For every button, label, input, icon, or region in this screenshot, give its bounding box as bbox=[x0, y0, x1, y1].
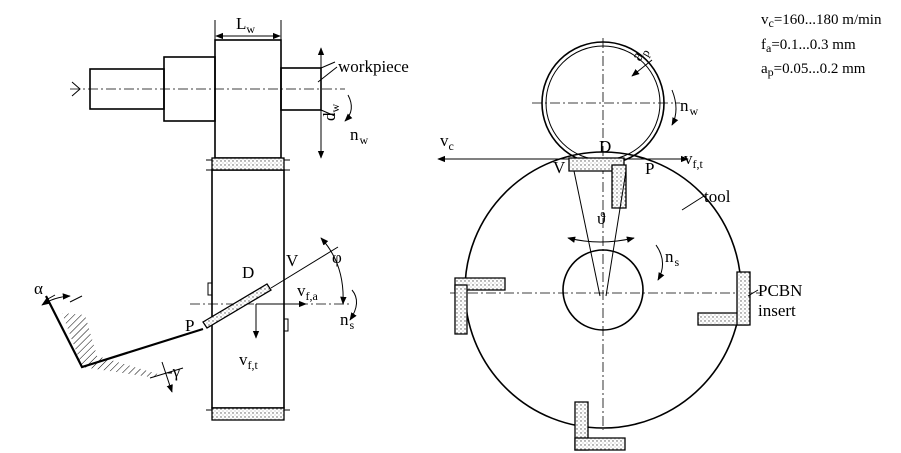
vc-label-front: vc bbox=[440, 131, 454, 153]
workpiece-label: workpiece bbox=[338, 57, 409, 76]
nw-rotation-arrow bbox=[344, 94, 353, 122]
phi-label: φ bbox=[332, 248, 342, 267]
nw-rotation-arrow-front bbox=[671, 89, 679, 126]
cutting-parameters: vc=160...180 m/min fa=0.1...0.3 mm ap=0.… bbox=[761, 12, 882, 79]
workpiece-shaft bbox=[70, 39, 345, 159]
tool-side bbox=[190, 157, 350, 421]
lw-dimension: Lw bbox=[214, 14, 282, 40]
nw-label-front: nw bbox=[680, 96, 699, 118]
p-label-front: P bbox=[645, 159, 654, 178]
nw-label: nw bbox=[350, 125, 369, 147]
edge-profile-detail bbox=[41, 293, 204, 393]
d-label-side: D bbox=[242, 263, 254, 282]
vft-label-front: vf,t bbox=[684, 149, 703, 171]
dw-dimension: dw bbox=[317, 47, 342, 159]
dw-label: dw bbox=[320, 104, 342, 122]
param-ap: ap=0.05...0.2 mm bbox=[761, 61, 866, 79]
tool-label: tool bbox=[704, 187, 731, 206]
ns-rotation-arrow bbox=[349, 289, 357, 321]
v-label-side: V bbox=[286, 251, 299, 270]
pcbn-label-line1: PCBN bbox=[758, 281, 802, 300]
vft-label-side: vf,t bbox=[239, 350, 258, 372]
param-fa: fa=0.1...0.3 mm bbox=[761, 37, 856, 55]
ap-arrow bbox=[631, 59, 653, 77]
tool-bore bbox=[562, 249, 644, 331]
param-vc: vc=160...180 m/min bbox=[761, 12, 882, 30]
side-view: workpiece Lw dw nw bbox=[34, 14, 409, 421]
front-view: ap nw vc vf,t D V P ϑ bbox=[437, 38, 802, 451]
alpha-label: α bbox=[34, 279, 43, 298]
ns-label-front: ns bbox=[665, 247, 680, 269]
pcbn-label-line2: insert bbox=[758, 301, 796, 320]
ns-rotation-arrow-front bbox=[655, 244, 665, 281]
p-label-side: P bbox=[185, 316, 194, 335]
phi-arc bbox=[320, 237, 347, 305]
ns-label-side: ns bbox=[340, 310, 355, 332]
lw-label: Lw bbox=[236, 14, 255, 36]
d-label-front: D bbox=[599, 137, 611, 156]
theta-label: ϑ bbox=[597, 209, 606, 228]
vfa-label: vf,a bbox=[297, 281, 318, 303]
v-label-front: V bbox=[553, 158, 566, 177]
gamma-label: -γ bbox=[167, 362, 181, 381]
theta-arc bbox=[567, 236, 635, 243]
pcbn-inserts bbox=[454, 157, 751, 451]
